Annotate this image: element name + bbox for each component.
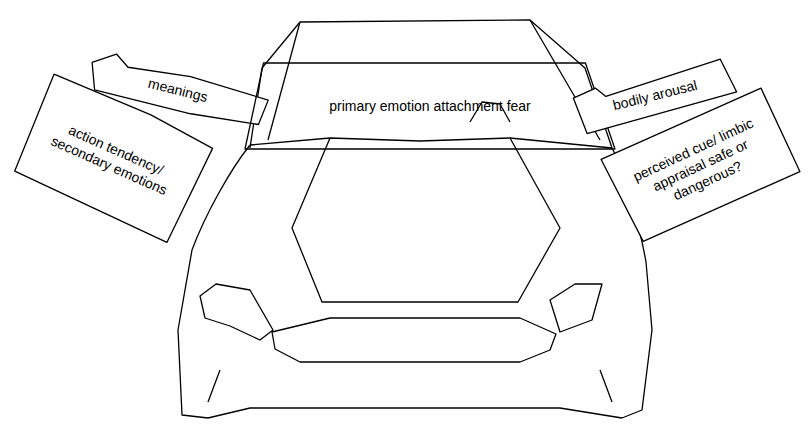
callout-shape [601,85,800,245]
car-headlight [550,284,602,332]
car-lower-line [208,370,612,402]
car-hood-line [292,138,560,302]
car-bottom [208,408,622,418]
car-roof [250,20,612,148]
car-roof-line [268,20,600,140]
callout-text: primary emotion attachment fear [285,98,575,115]
car-hood [250,138,612,148]
car-grille [272,318,556,362]
callout-shape [245,63,615,149]
callout-shape [10,72,215,244]
car-headlight [200,284,273,340]
windshield-box: primary emotion attachment fear [245,63,615,149]
